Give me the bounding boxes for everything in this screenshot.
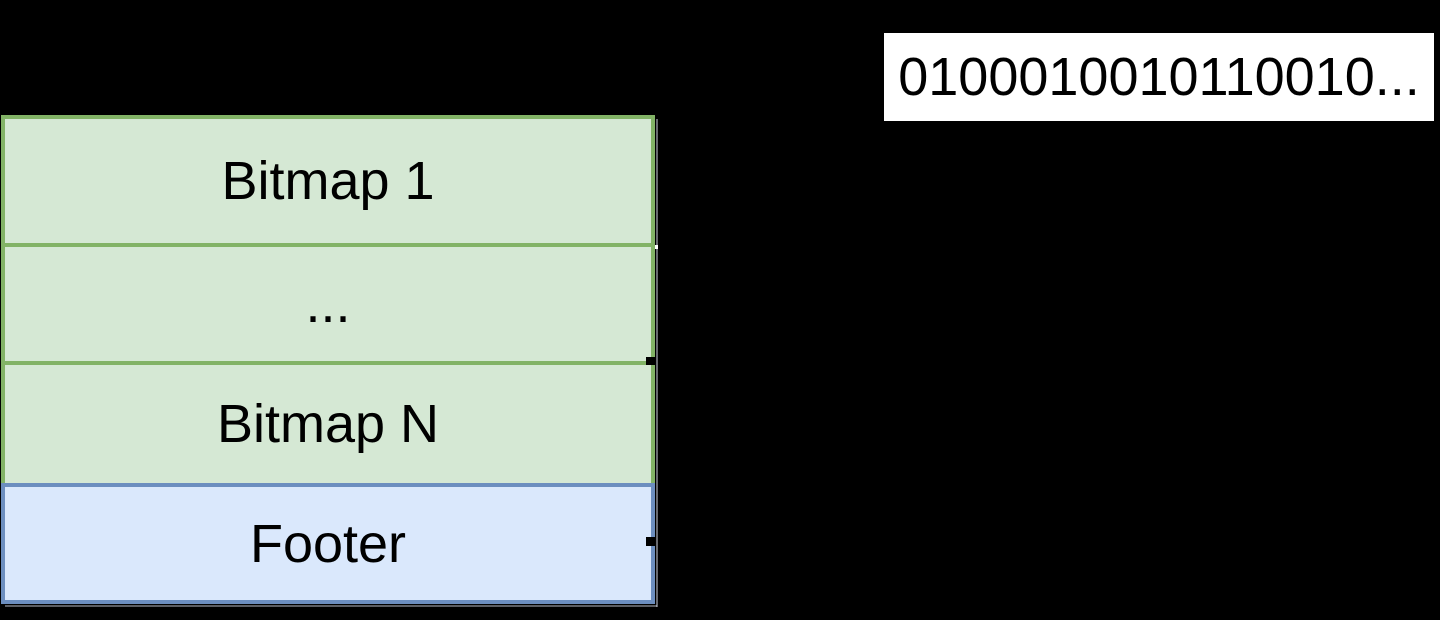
bitmap-1-label: Bitmap 1 xyxy=(221,151,435,211)
stack-right-edge-highlight xyxy=(656,119,658,607)
footer-block: Footer xyxy=(1,483,655,604)
bitstring-label: 0100010010110010... xyxy=(898,47,1420,107)
bitmap-n-label: Bitmap N xyxy=(216,394,440,454)
stack-bottom-edge-highlight xyxy=(5,605,657,607)
arrowhead-icon xyxy=(646,537,656,546)
arrowhead-icon xyxy=(646,357,655,365)
ellipsis-label: ... xyxy=(305,274,351,334)
bitstring-box: 0100010010110010... xyxy=(884,33,1434,121)
bitmap-n-block: Bitmap N xyxy=(1,361,655,487)
footer-label: Footer xyxy=(249,513,407,574)
bitmap-1-block: Bitmap 1 xyxy=(1,115,655,247)
ellipsis-block: ... xyxy=(1,243,655,365)
arrow-gap-dot xyxy=(655,245,658,249)
